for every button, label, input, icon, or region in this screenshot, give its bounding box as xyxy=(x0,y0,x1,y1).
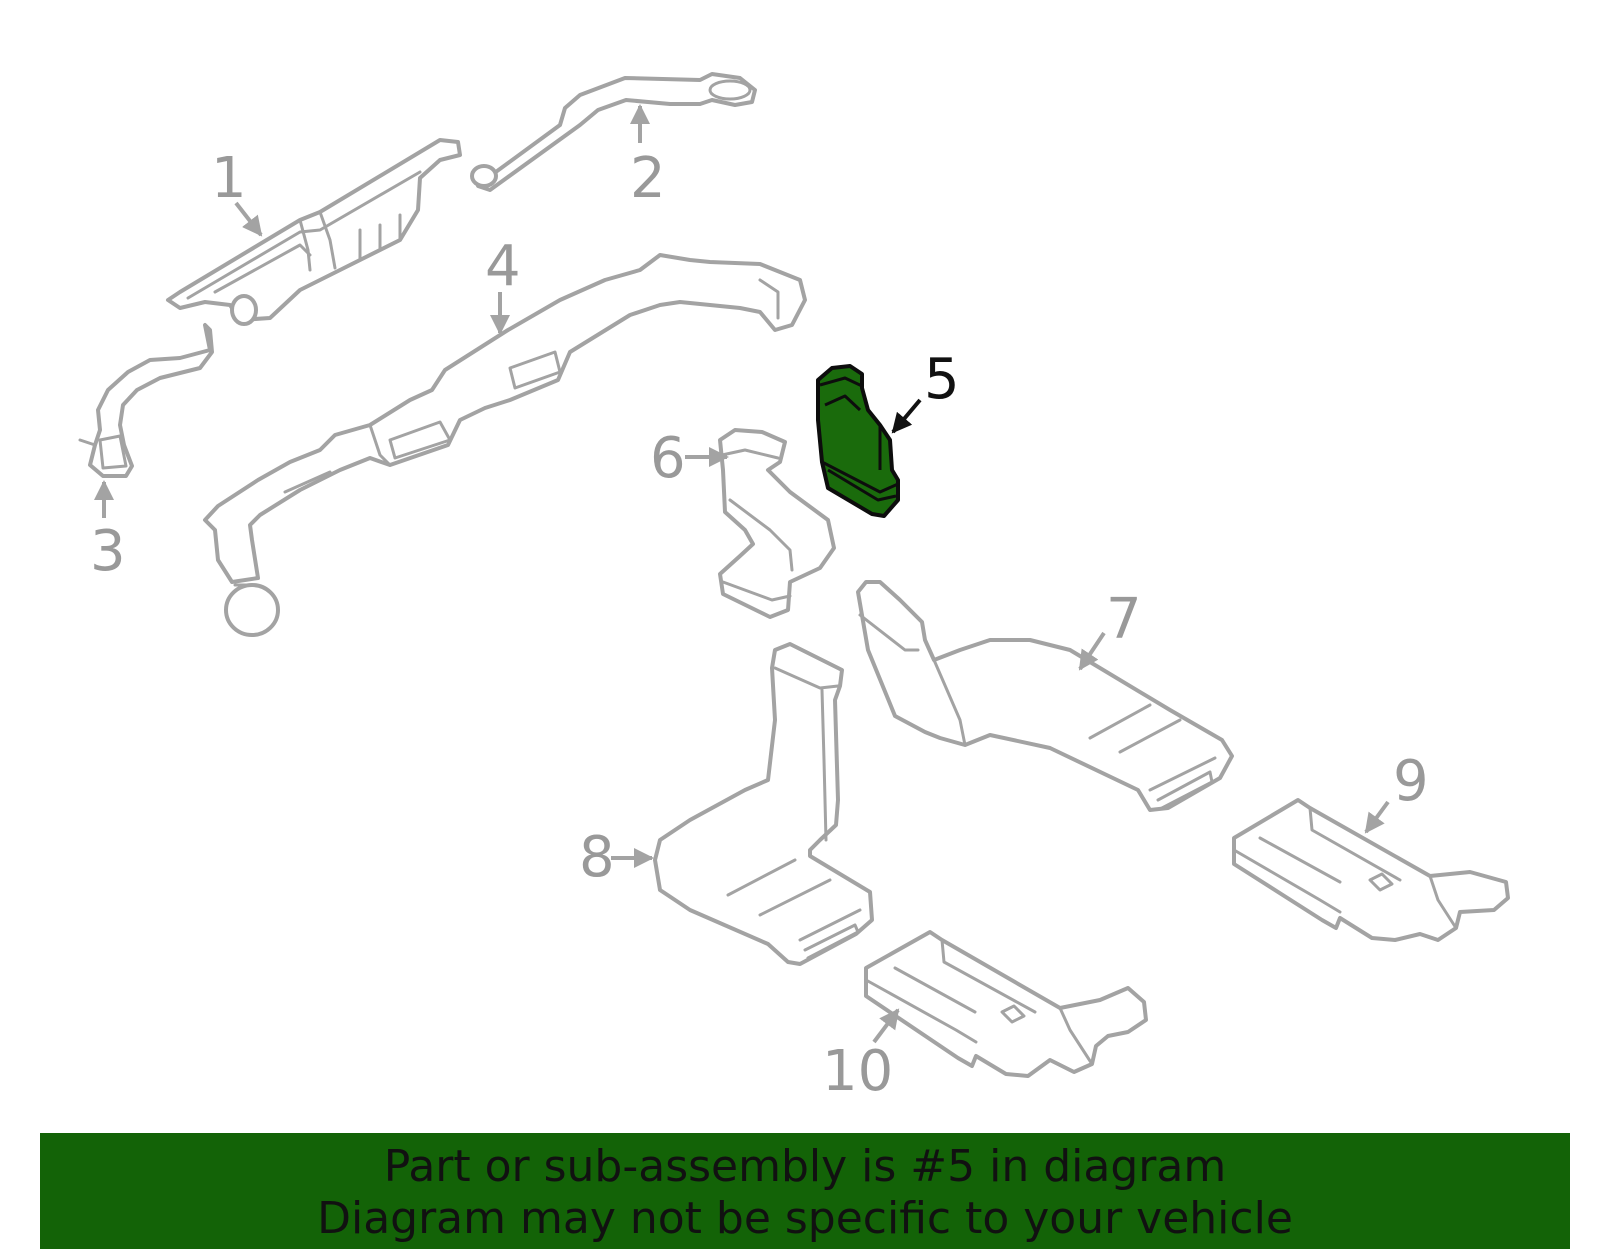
part-3-side-vent xyxy=(78,323,214,478)
callout-9: 9 xyxy=(1393,749,1429,814)
banner-line-1: Part or sub-assembly is #5 in diagram xyxy=(383,1141,1227,1192)
arrow-1 xyxy=(234,201,263,237)
info-banner: Part or sub-assembly is #5 in diagram Di… xyxy=(40,1133,1570,1249)
part-8-rear-duct xyxy=(653,642,874,966)
part-5-highlighted-duct xyxy=(816,364,900,518)
arrow-7 xyxy=(1078,631,1106,671)
callout-5: 5 xyxy=(924,347,960,412)
callout-1: 1 xyxy=(211,146,247,211)
banner-line-2: Diagram may not be specific to your vehi… xyxy=(317,1193,1293,1244)
callout-7: 7 xyxy=(1106,587,1142,652)
part-10-floor-vent xyxy=(864,930,1148,1078)
arrow-10 xyxy=(872,1008,900,1044)
callout-8: 8 xyxy=(579,825,615,890)
part-7-floor-duct xyxy=(856,580,1234,812)
callout-3: 3 xyxy=(90,519,126,584)
callout-4: 4 xyxy=(485,234,521,299)
part-2-duct-tube xyxy=(470,72,757,192)
arrow-9 xyxy=(1364,800,1390,834)
part-6-elbow-duct xyxy=(718,428,836,619)
arrow-5 xyxy=(891,398,922,434)
part-1-vent-assembly xyxy=(166,138,462,326)
callout-10: 10 xyxy=(822,1039,893,1104)
part-9-floor-vent xyxy=(1232,798,1510,942)
callout-2: 2 xyxy=(630,146,666,211)
parts-diagram: 1 2 3 4 5 6 7 8 9 10 xyxy=(78,72,1510,1104)
callout-6: 6 xyxy=(650,426,686,491)
part-4-main-duct xyxy=(203,253,807,637)
